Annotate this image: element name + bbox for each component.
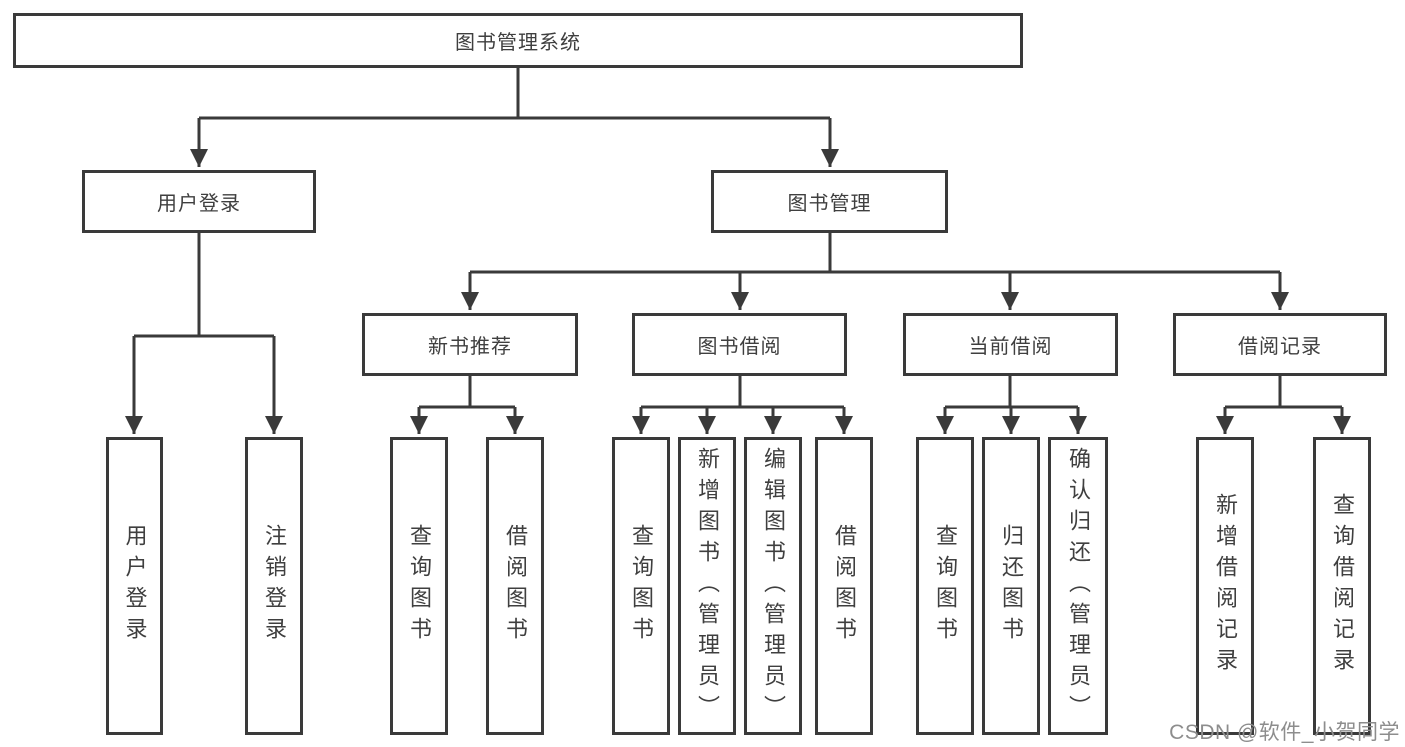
leaf-query-borrow-record-label: 查询借阅记录: [1330, 493, 1355, 679]
leaf-borrow-books-recommend-label: 借阅图书: [503, 524, 528, 648]
leaf-query-books-current-label: 查询图书: [933, 524, 958, 648]
leaf-add-borrow-record: 新增借阅记录: [1196, 437, 1254, 735]
node-root: 图书管理系统: [13, 13, 1023, 68]
node-current-borrowing-label: 当前借阅: [968, 336, 1053, 358]
watermark: CSDN @软件_小贺同学: [1169, 721, 1400, 744]
leaf-add-book-admin: 新增图书（管理员）: [678, 437, 736, 735]
node-book-borrowing-label: 图书借阅: [697, 336, 782, 358]
edge-arrows: [125, 118, 1351, 434]
node-user-login-label: 用户登录: [157, 193, 241, 215]
leaf-query-books-recommend-label: 查询图书: [407, 524, 432, 648]
node-new-book-recommend-label: 新书推荐: [428, 336, 512, 358]
leaf-borrow-books-recommend: 借阅图书: [486, 437, 544, 735]
leaf-query-borrow-record: 查询借阅记录: [1313, 437, 1371, 735]
leaf-query-books-current: 查询图书: [916, 437, 974, 735]
node-borrow-records: 借阅记录: [1173, 313, 1387, 376]
node-new-book-recommend: 新书推荐: [362, 313, 578, 376]
node-book-management: 图书管理: [711, 170, 948, 233]
leaf-add-borrow-record-label: 新增借阅记录: [1213, 493, 1238, 679]
leaf-borrow-books-label: 借阅图书: [832, 524, 857, 648]
leaf-confirm-return-admin-label: 确认归还（管理员）: [1066, 446, 1091, 726]
leaf-confirm-return-admin: 确认归还（管理员）: [1048, 437, 1108, 735]
node-user-login: 用户登录: [82, 170, 316, 233]
leaf-borrow-books: 借阅图书: [815, 437, 873, 735]
leaf-return-books-label: 归还图书: [999, 524, 1024, 648]
node-borrow-records-label: 借阅记录: [1238, 336, 1322, 358]
leaf-edit-book-admin-label: 编辑图书（管理员）: [761, 446, 786, 726]
leaf-logout: 注销登录: [245, 437, 303, 735]
leaf-query-books-borrow: 查询图书: [612, 437, 670, 735]
leaf-add-book-admin-label: 新增图书（管理员）: [695, 446, 720, 726]
node-book-management-label: 图书管理: [787, 193, 872, 215]
leaf-edit-book-admin: 编辑图书（管理员）: [744, 437, 802, 735]
node-root-label: 图书管理系统: [455, 32, 581, 54]
leaf-user-login: 用户登录: [106, 437, 163, 735]
leaf-return-books: 归还图书: [982, 437, 1040, 735]
leaf-user-login-label: 用户登录: [122, 524, 148, 648]
node-current-borrowing: 当前借阅: [903, 313, 1118, 376]
leaf-query-books-recommend: 查询图书: [390, 437, 448, 735]
leaf-logout-label: 注销登录: [262, 524, 287, 648]
leaf-query-books-borrow-label: 查询图书: [629, 524, 654, 648]
node-book-borrowing: 图书借阅: [632, 313, 847, 376]
